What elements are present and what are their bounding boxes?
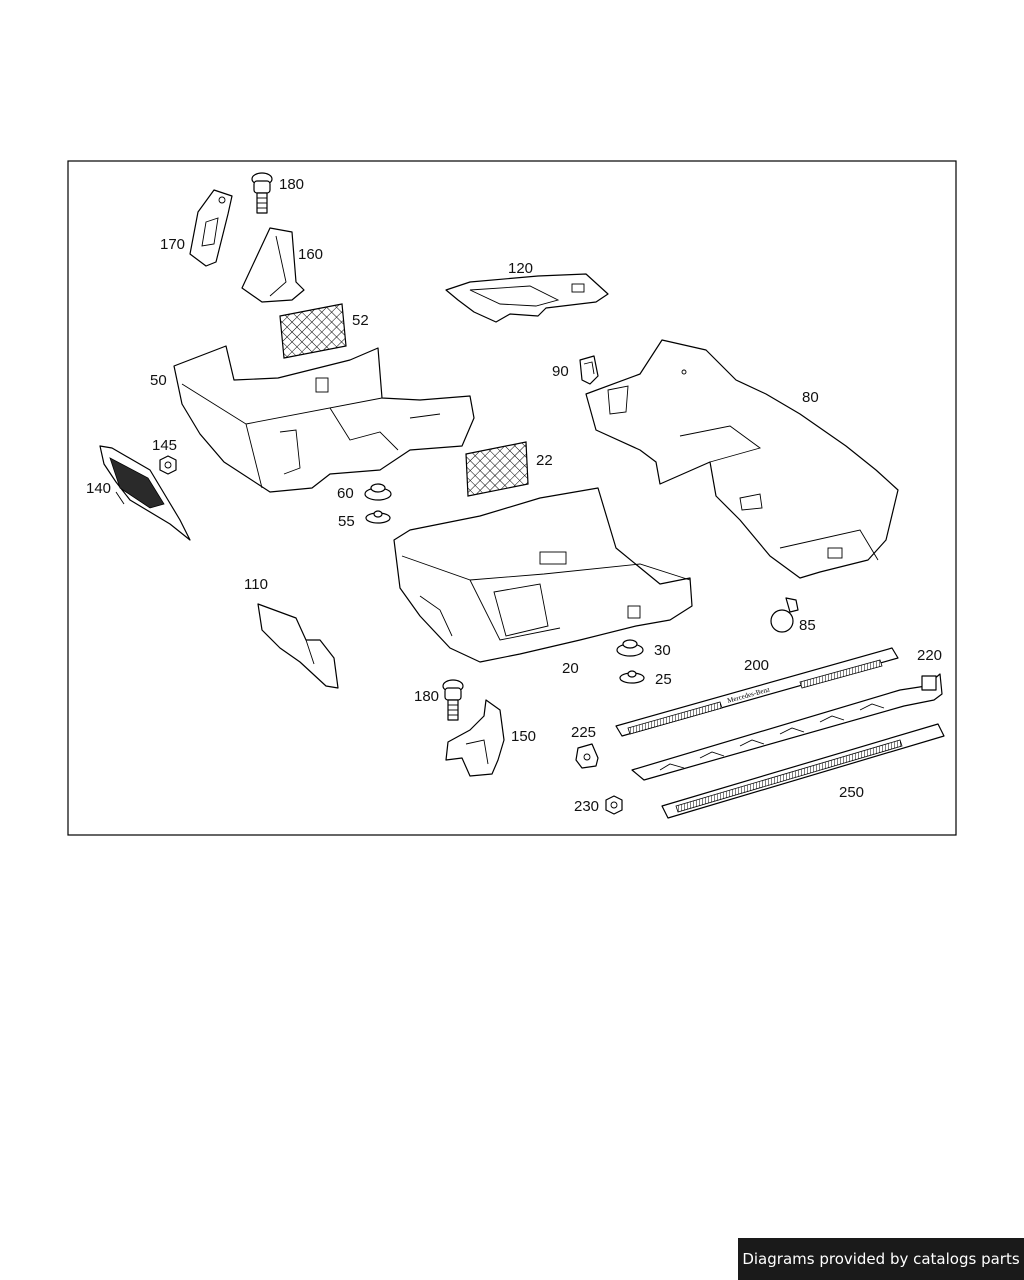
part-150-bracket (445, 699, 505, 777)
callout-120: 120 (508, 260, 533, 277)
callout-50: 50 (150, 372, 167, 389)
callout-110: 110 (244, 576, 268, 593)
callout-160: 160 (298, 246, 323, 263)
callout-150: 150 (511, 728, 536, 745)
part-85-plug (770, 597, 799, 633)
callout-22: 22 (536, 452, 553, 469)
part-30-fastener (616, 639, 644, 657)
part-60-fastener (364, 483, 392, 501)
callout-230: 230 (574, 798, 599, 815)
callout-85: 85 (799, 617, 816, 634)
callout-140: 140 (86, 480, 111, 497)
callout-20: 20 (562, 660, 579, 677)
part-180-clip-top (251, 172, 273, 214)
part-250-running-board (661, 723, 945, 819)
part-25-fastener (619, 670, 645, 684)
part-160-trim-panel (241, 227, 305, 303)
diagram-frame (67, 160, 957, 836)
callout-25: 25 (655, 671, 672, 688)
part-170-bracket (189, 189, 233, 267)
part-225-clip (575, 743, 599, 769)
part-230-nut (605, 795, 623, 815)
part-180-clip-lower (442, 679, 464, 721)
callout-60: 60 (337, 485, 354, 502)
callout-200: 200 (744, 657, 769, 674)
callout-55: 55 (338, 513, 355, 530)
callout-145: 145 (152, 437, 177, 454)
part-145-nut (159, 455, 177, 475)
callout-170: 170 (160, 236, 185, 253)
part-120-floor-mat (445, 273, 609, 323)
callout-180-lower: 180 (414, 688, 439, 705)
part-52-cargo-net (279, 303, 347, 359)
part-90-clip (579, 355, 599, 385)
part-200-sill-plate: Mercedes-Benz (615, 647, 899, 737)
part-22-cargo-net (465, 441, 529, 497)
part-140-grille-panel (99, 445, 191, 541)
callout-180-top: 180 (279, 176, 304, 193)
part-110-side-panel (257, 603, 339, 689)
diagram-credit-badge: Diagrams provided by catalogs parts (738, 1238, 1024, 1280)
part-50-rear-carpet (173, 345, 475, 493)
part-55-fastener (365, 510, 391, 524)
part-80-front-carpet (585, 339, 899, 579)
callout-220: 220 (917, 647, 942, 664)
part-220-carrier-rail (631, 673, 943, 781)
callout-52: 52 (352, 312, 369, 329)
callout-80: 80 (802, 389, 819, 406)
callout-225: 225 (571, 724, 596, 741)
part-20-main-carpet (393, 487, 693, 663)
callout-90: 90 (552, 363, 569, 380)
callout-250: 250 (839, 784, 864, 801)
callout-30: 30 (654, 642, 671, 659)
